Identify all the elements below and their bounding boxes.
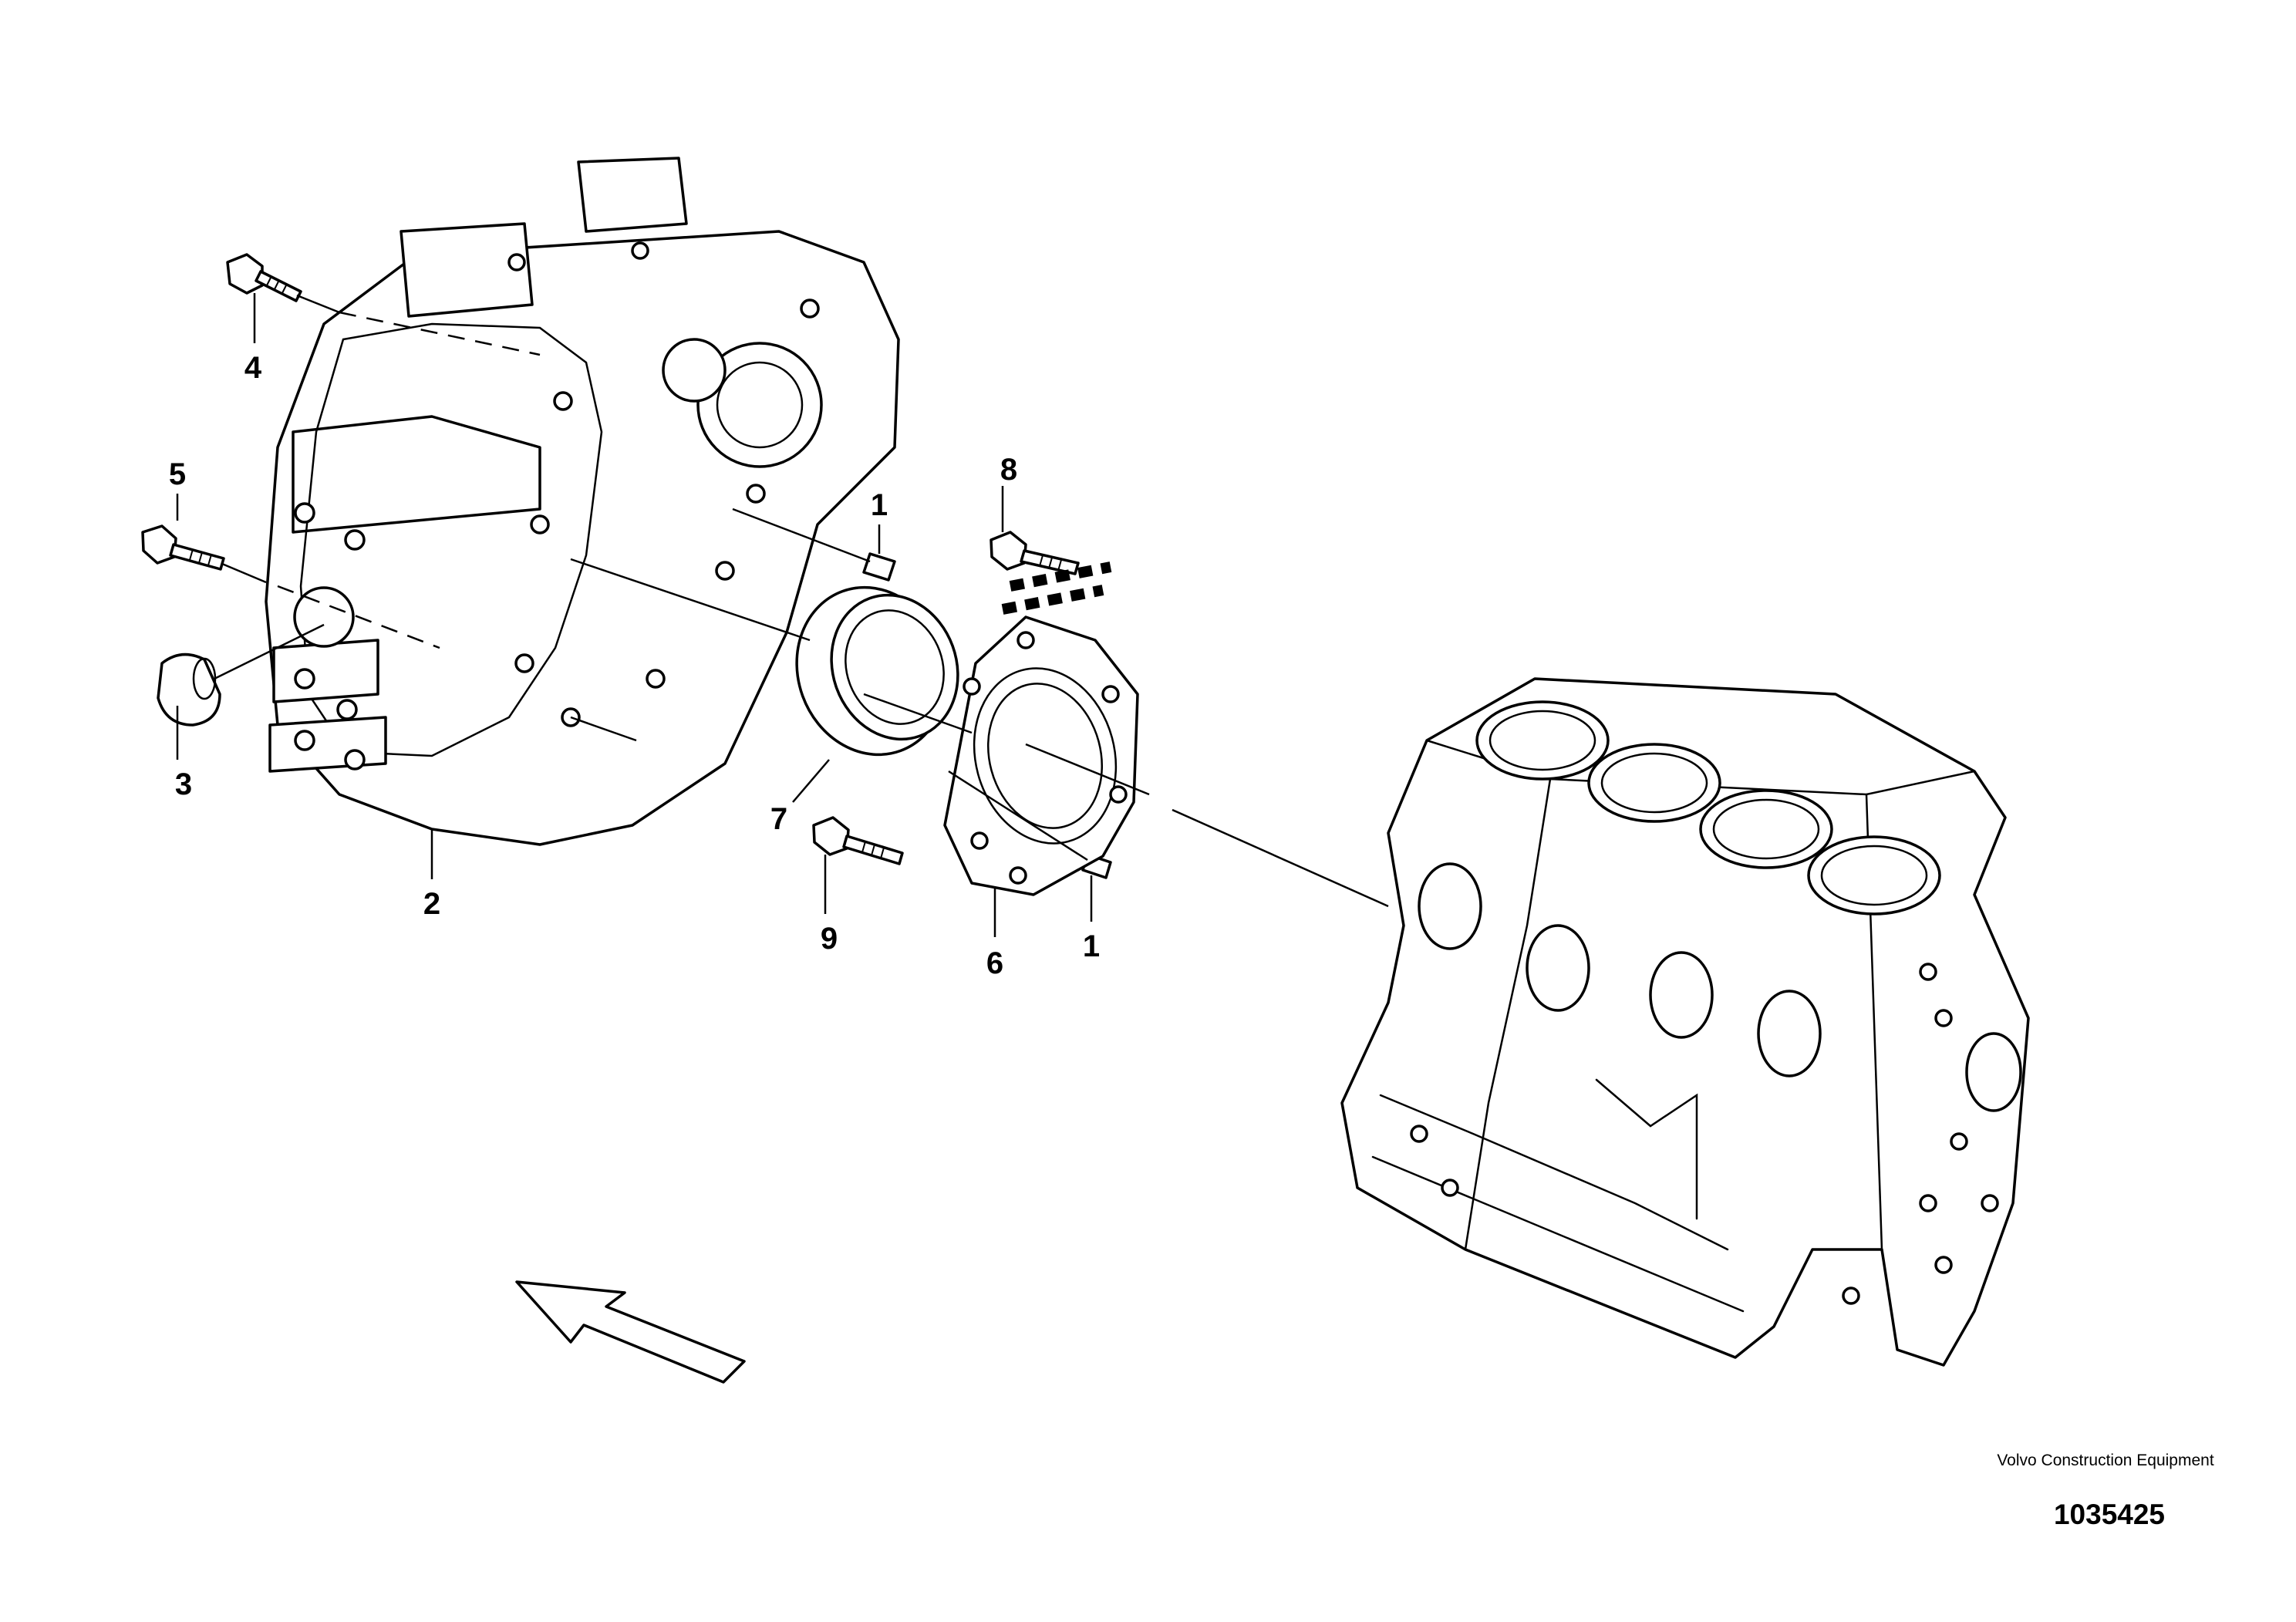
gasket-marker — [1001, 561, 1112, 615]
direction-arrow — [515, 1280, 746, 1384]
screw-9 — [812, 816, 904, 865]
plug — [157, 653, 221, 727]
callout-5: 5 — [169, 457, 186, 491]
callout-4: 4 — [244, 351, 262, 385]
callout-7: 7 — [770, 802, 787, 836]
seal-housing — [943, 615, 1139, 896]
callout-1-lower: 1 — [1083, 929, 1100, 963]
callout-labels: 1 1 2 3 4 5 6 7 8 9 — [169, 351, 1100, 980]
illustration-number: 1035425 — [2053, 1499, 2166, 1530]
callout-2: 2 — [423, 887, 440, 921]
screw-4 — [226, 253, 302, 302]
engine-block — [1340, 677, 2030, 1367]
dowel-pin-upper — [862, 552, 896, 582]
screw-5 — [141, 524, 225, 571]
callout-6: 6 — [986, 946, 1003, 980]
callout-1-upper: 1 — [871, 488, 888, 522]
flywheel-housing — [265, 157, 900, 846]
callout-9: 9 — [821, 922, 838, 956]
leader-lines — [176, 293, 1389, 937]
callout-3: 3 — [175, 767, 192, 801]
seal-ring — [795, 585, 959, 757]
screw-8 — [990, 531, 1080, 575]
callout-8: 8 — [1000, 453, 1017, 487]
credit-company: Volvo Construction Equipment — [1997, 1452, 2214, 1469]
